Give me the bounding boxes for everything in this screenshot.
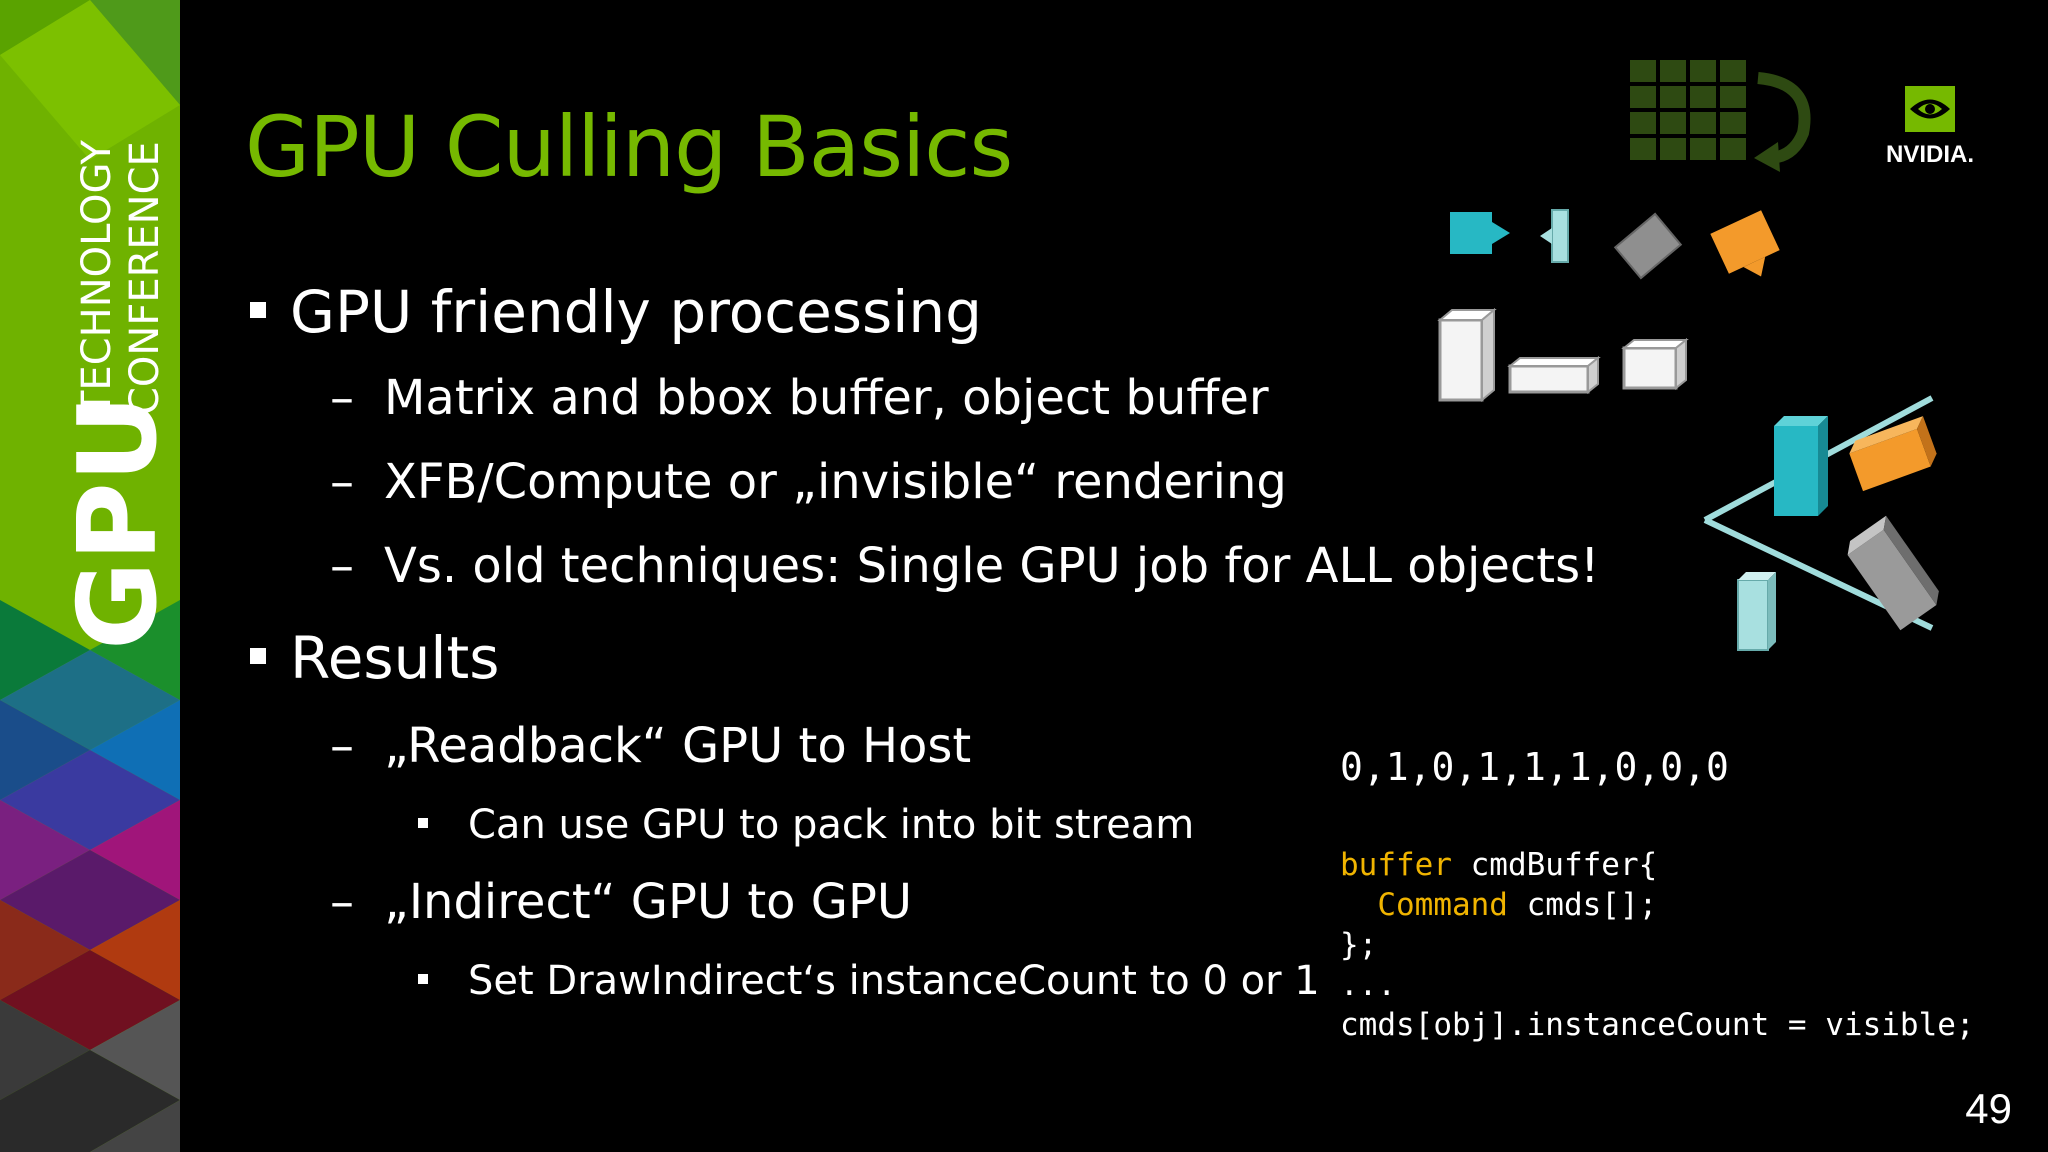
light-cyan-bar-shape-icon [1540, 209, 1569, 263]
code-text: cmdBuffer{ [1451, 847, 1658, 883]
sidebar-graphic: GPU TECHNOLOGY CONFERENCE [0, 0, 180, 1152]
bullet-level2: –Vs. old techniques: Single GPU job for … [330, 538, 1599, 594]
bullet-level3: Set DrawIndirect‘s instanceCount to 0 or… [418, 958, 1320, 1004]
dash-bullet-icon: – [330, 874, 354, 930]
code-block: buffer cmdBuffer{ Command cmds[]; }; ...… [1340, 845, 1975, 1045]
light-cyan-box-icon [1737, 572, 1776, 651]
code-text: cmds[obj].instanceCount = visible; [1340, 1007, 1975, 1043]
slide-title: GPU Culling Basics [245, 98, 1013, 196]
code-text: cmds[]; [1507, 887, 1658, 923]
code-keyword: Command [1377, 887, 1508, 923]
white-tall-box-icon [1437, 307, 1497, 403]
bullet-level2: –XFB/Compute or „invisible“ rendering [330, 454, 1287, 510]
dash-bullet-icon: – [330, 718, 354, 774]
code-text: ... [1340, 967, 1396, 1003]
bullet-text: GPU friendly processing [290, 278, 982, 346]
bullet-text: XFB/Compute or „invisible“ rendering [384, 454, 1287, 510]
bitstream-text: 0,1,0,1,1,1,0,0,0 [1340, 745, 1729, 789]
code-keyword: buffer [1340, 847, 1452, 883]
gray-shape-icon [1613, 212, 1683, 280]
sidebar-brand-line1: TECHNOLOGY [74, 140, 120, 416]
bullet-text: Can use GPU to pack into bit stream [468, 802, 1195, 848]
dash-bullet-icon: – [330, 370, 354, 426]
bullet-text: Set DrawIndirect‘s instanceCount to 0 or… [468, 958, 1320, 1004]
white-cube-icon [1621, 337, 1689, 391]
square-bullet-icon [418, 818, 428, 828]
bullet-text: „Readback“ GPU to Host [384, 718, 972, 774]
square-bullet-icon [250, 301, 266, 318]
square-bullet-icon [250, 647, 266, 664]
white-flat-box-icon [1507, 355, 1601, 395]
grid-arrow-icon [1630, 60, 1811, 172]
dash-bullet-icon: – [330, 538, 354, 594]
culling-scene-illustration [1437, 209, 1939, 651]
cyan-arrow-shape-icon [1450, 212, 1510, 254]
sidebar-brand-line2: CONFERENCE [122, 141, 168, 415]
cyan-tall-box-icon [1774, 416, 1828, 516]
square-bullet-icon [418, 974, 428, 984]
conference-sidebar: GPU TECHNOLOGY CONFERENCE [0, 0, 180, 1152]
code-indent [1340, 887, 1377, 923]
bullet-level2: –„Indirect“ GPU to GPU [330, 874, 912, 930]
bullet-level3: Can use GPU to pack into bit stream [418, 802, 1194, 848]
bullet-level2: –„Readback“ GPU to Host [330, 718, 971, 774]
bullet-level1: GPU friendly processing [250, 278, 982, 346]
bullet-text: „Indirect“ GPU to GPU [384, 874, 913, 930]
orange-box-icon [1849, 416, 1937, 492]
orange-shape-icon [1710, 210, 1780, 277]
bullet-text: Vs. old techniques: Single GPU job for A… [384, 538, 1600, 594]
code-text: }; [1340, 927, 1378, 963]
dash-bullet-icon: – [330, 454, 354, 510]
bullet-text: Results [290, 624, 500, 692]
page-number: 49 [1965, 1085, 2012, 1132]
gray-box-icon [1847, 515, 1939, 631]
nvidia-wordmark: NVIDIA. [1886, 141, 1974, 168]
nvidia-logo-icon: NVIDIA. [1886, 86, 1974, 168]
sidebar-brand-gpu: GPU [56, 395, 180, 651]
bullet-text: Matrix and bbox buffer, object buffer [384, 370, 1269, 426]
bullet-level1: Results [250, 624, 499, 692]
bullet-level2: –Matrix and bbox buffer, object buffer [330, 370, 1269, 426]
